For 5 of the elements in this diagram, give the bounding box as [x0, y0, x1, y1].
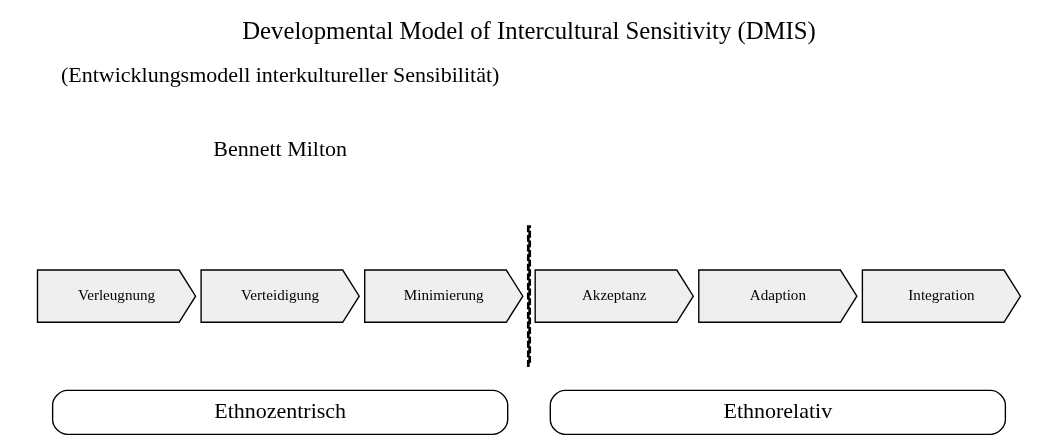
label: Bennett Milton	[212, 136, 347, 162]
node-box: Ethnorelativ	[549, 389, 1006, 436]
diagram-title: Developmental Model of Intercultural Sensitivity (DMIS)	[241, 16, 816, 44]
label: (Entwicklungsmodell interkultureller Sensibilität)	[60, 62, 499, 88]
node-box: Ethnozentrisch	[51, 389, 508, 436]
